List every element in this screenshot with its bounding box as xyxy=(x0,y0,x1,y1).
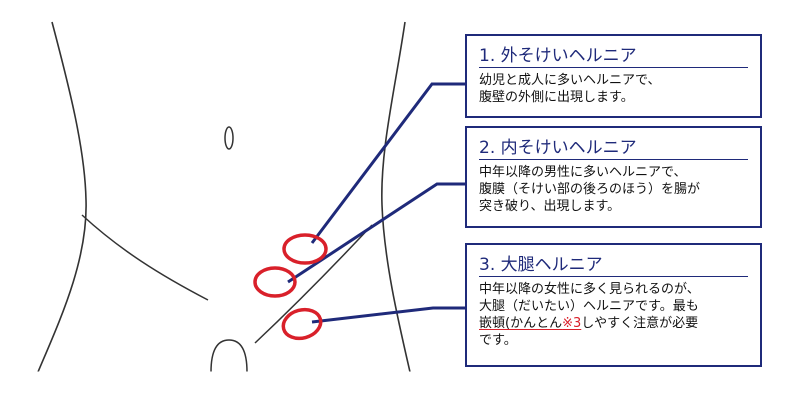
incarceration-term-text: 嵌頓(かんとん xyxy=(479,316,563,331)
hernia-marker-1 xyxy=(282,233,328,265)
callout-box-2: 2. 内そけいヘルニア 中年以降の男性に多いヘルニアで、 腹膜（そけい部の後ろの… xyxy=(465,126,762,228)
callout-2-line-2: 腹膜（そけい部の後ろのほう）を腸が xyxy=(479,182,701,197)
callout-2-line-3: 突き破り、出現します。 xyxy=(479,199,621,214)
callout-body-1: 幼児と成人に多いヘルニアで、 腹壁の外側に出現します。 xyxy=(479,72,752,106)
callout-3-line-4: です。 xyxy=(479,333,517,348)
callout-3-line-2: 大腿（だいたい）ヘルニアです。最も xyxy=(479,299,699,314)
callout-3-line-1: 中年以降の女性に多く見られるのが、 xyxy=(479,282,700,297)
callout-3-line-3-rest: しやすく注意が必要 xyxy=(581,316,699,331)
callout-1-line-2: 腹壁の外側に出現します。 xyxy=(479,90,634,105)
leader-line-2 xyxy=(287,182,466,284)
hernia-marker-3 xyxy=(281,307,323,341)
callout-title-1: 1. 外そけいヘルニア xyxy=(479,46,637,66)
torso-left-outline xyxy=(37,21,87,373)
torso-right-outline xyxy=(381,21,411,373)
hernia-marker-2 xyxy=(253,266,297,298)
callout-rule-1 xyxy=(479,67,748,68)
callout-box-3: 3. 大腿ヘルニア 中年以降の女性に多く見られるのが、 大腿（だいたい）ヘルニア… xyxy=(465,243,762,367)
crotch-outline xyxy=(210,339,248,373)
callout-body-2: 中年以降の男性に多いヘルニアで、 腹膜（そけい部の後ろのほう）を腸が 突き破り、… xyxy=(479,164,752,215)
navel xyxy=(224,126,234,150)
callout-rule-2 xyxy=(479,159,748,160)
callout-title-3: 3. 大腿ヘルニア xyxy=(479,255,603,275)
leader-line-1 xyxy=(310,82,466,244)
callout-body-3: 中年以降の女性に多く見られるのが、 大腿（だいたい）ヘルニアです。最も 嵌頓(か… xyxy=(479,281,752,349)
callout-3-line-3: 嵌頓(かんとん※3しやすく注意が必要 xyxy=(479,315,752,332)
left-inguinal-crease xyxy=(81,214,209,301)
footnote-mark[interactable]: ※3 xyxy=(562,316,582,331)
callout-title-2: 2. 内そけいヘルニア xyxy=(479,138,637,158)
leader-line-3 xyxy=(311,306,466,324)
callout-box-1: 1. 外そけいヘルニア 幼児と成人に多いヘルニアで、 腹壁の外側に出現します。 xyxy=(465,34,762,118)
callout-1-line-1: 幼児と成人に多いヘルニアで、 xyxy=(479,73,661,88)
incarceration-term: 嵌頓(かんとん※3 xyxy=(479,316,581,331)
callout-rule-3 xyxy=(479,276,748,277)
right-inguinal-crease xyxy=(254,224,373,344)
callout-2-line-1: 中年以降の男性に多いヘルニアで、 xyxy=(479,165,687,180)
